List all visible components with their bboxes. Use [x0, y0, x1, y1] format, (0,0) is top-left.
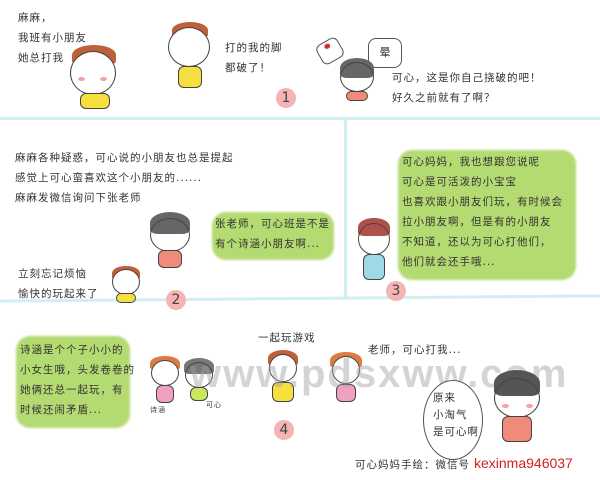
text-line: 小女生哦，头发卷卷的 — [20, 364, 135, 376]
divider-vertical — [344, 120, 347, 298]
highlight — [16, 336, 130, 428]
signature: 可心妈妈手绘：微信号 kexinma946037 — [355, 455, 573, 472]
text-line: 麻麻各种疑惑，可心说的小朋友也总是提起 — [15, 152, 234, 164]
text-line: 他们就会还手哦... — [402, 256, 496, 268]
dizzy-bubble: 晕 — [368, 38, 402, 68]
label-kexin: 可心 — [206, 401, 222, 409]
panel-number-badge: 4 — [274, 420, 294, 440]
panel1-text-mid: 打的我的脚 都破了！ — [225, 38, 283, 78]
foot-drawing — [314, 35, 346, 67]
text-line: 有个诗涵小朋友啊... — [215, 238, 321, 250]
text-line: 她俩还总一起玩，有 — [20, 384, 124, 396]
wechat-id: kexinma946037 — [474, 455, 573, 471]
divider-top — [0, 117, 600, 120]
text-line: 是可心啊 — [433, 426, 479, 438]
text-line: 打的我的脚 — [225, 42, 283, 54]
text-line: 时候还闹矛盾... — [20, 404, 103, 416]
panel2-text-bottom: 立刻忘记烦恼 愉快的玩起来了 — [18, 264, 99, 304]
panel-number-badge: 1 — [276, 88, 296, 108]
panel3-bubble: 可心妈妈，我也想跟您说呢 可心是可活泼的小宝宝 也喜欢跟小朋友们玩，有时候会 拉… — [402, 152, 563, 272]
panel2-text-top: 麻麻各种疑惑，可心说的小朋友也总是提起 感觉上可心蛮喜欢这个小朋友的......… — [15, 148, 234, 208]
panel-number-badge: 3 — [386, 281, 406, 301]
text-line: 可心妈妈，我也想跟您说呢 — [402, 156, 540, 168]
text-line: 都破了！ — [225, 62, 271, 74]
panel4-bubble: 诗涵是个个子小小的 小女生哦，头发卷卷的 她俩还总一起玩，有 时候还闹矛盾... — [20, 340, 135, 420]
dizzy-text: 晕 — [379, 46, 391, 59]
text-line: 诗涵是个个子小小的 — [20, 344, 124, 356]
text-line: 小淘气 — [433, 409, 468, 421]
text-line: 她总打我 — [18, 52, 64, 64]
text-line: 好久之前就有了啊？ — [392, 92, 496, 104]
teacher-hit-text: 老师，可心打我... — [368, 344, 462, 356]
highlight — [212, 212, 334, 260]
play-together-caption: 一起玩游戏 — [258, 332, 316, 344]
text-line: 立刻忘记烦恼 — [18, 268, 87, 280]
text-line: 我班有小朋友 — [18, 32, 87, 44]
text-line: 麻麻， — [18, 12, 53, 24]
speech-bubble — [423, 380, 483, 460]
text-line: 愉快的玩起来了 — [18, 288, 99, 300]
panel2-bubble: 张老师，可心班是不是 有个诗涵小朋友啊... — [215, 214, 330, 254]
panel-number-badge: 2 — [166, 290, 186, 310]
text-line: 可心，这是你自己挠破的吧！ — [392, 72, 542, 84]
text-line: 张老师，可心班是不是 — [215, 218, 330, 230]
text-line: 麻麻发微信询问下张老师 — [15, 192, 142, 204]
panel1-text-left: 麻麻， 我班有小朋友 她总打我 — [18, 8, 87, 68]
signature-label: 可心妈妈手绘：微信号 — [355, 459, 470, 471]
text-line: 也喜欢跟小朋友们玩，有时候会 — [402, 196, 563, 208]
text-line: 不知道，还以为可心打他们， — [402, 236, 552, 248]
label-shihan: 诗涵 — [150, 406, 166, 414]
panel1-text-right: 可心，这是你自己挠破的吧！ 好久之前就有了啊？ — [392, 68, 542, 108]
text-line: 感觉上可心蛮喜欢这个小朋友的...... — [15, 172, 203, 184]
speech-text: 原来 小淘气 是可心啊 — [433, 390, 479, 441]
text-line: 原来 — [433, 392, 456, 404]
text-line: 可心是可活泼的小宝宝 — [402, 176, 517, 188]
highlight — [398, 150, 576, 280]
text-line: 拉小朋友啊，但是有的小朋友 — [402, 216, 552, 228]
